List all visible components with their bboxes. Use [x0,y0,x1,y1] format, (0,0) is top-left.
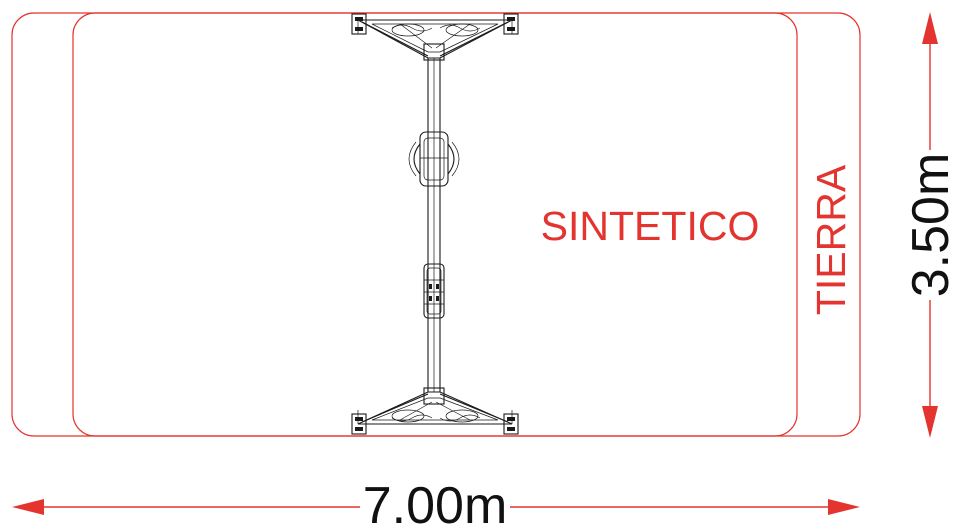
width-arrowhead-left [12,499,44,515]
upper-seat [408,131,460,187]
width-arrowhead-right [828,499,860,515]
height-arrowhead-top [922,12,938,44]
height-dimension: 3.50m [902,12,954,438]
sintetico-label: SINTETICO [541,203,760,249]
lower-seat [423,263,445,319]
playground-equipment [351,13,519,435]
sintetico-zone-outline [72,12,798,437]
top-tripod-frame [351,13,519,61]
central-beam [427,58,441,392]
height-arrowhead-bottom [922,406,938,438]
width-dimension-label: 7.00m [363,477,508,526]
width-dimension: 7.00m [12,477,860,526]
bottom-tripod-frame [351,387,519,435]
tierra-label: TIERRA [808,164,854,315]
height-dimension-label: 3.50m [902,153,954,298]
